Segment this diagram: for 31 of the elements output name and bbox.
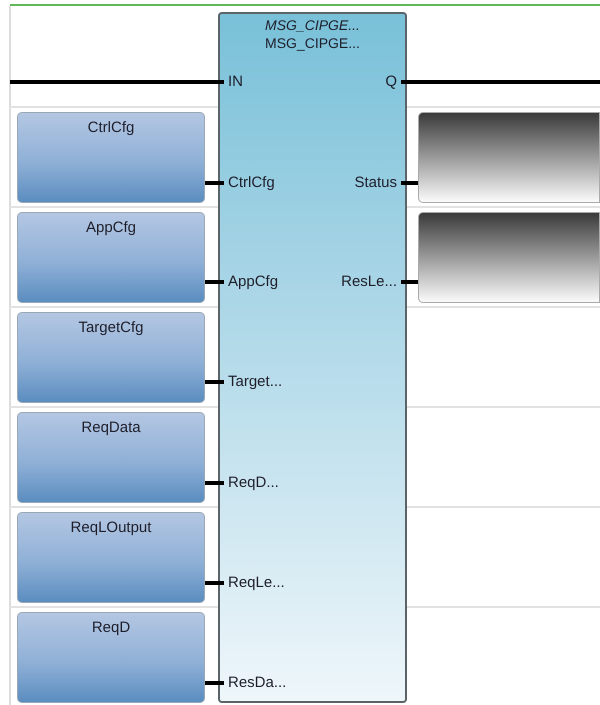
function-block	[218, 12, 407, 703]
pin-label: Target...	[224, 373, 304, 391]
connection-line	[401, 280, 418, 284]
output-variable-box	[418, 212, 600, 303]
input-variable-box: TargetCfg	[17, 312, 205, 403]
pin-label: Q	[371, 73, 401, 91]
pin-label: ReqD...	[224, 474, 304, 492]
pin-label: ResLe...	[329, 273, 401, 291]
input-variable-box: ReqData	[17, 412, 205, 503]
connection-line	[205, 681, 224, 685]
connection-line	[205, 581, 224, 585]
pin-label: IN	[224, 73, 264, 91]
connection-line	[205, 280, 224, 284]
input-variable-box: AppCfg	[17, 212, 205, 303]
pin-label: CtrlCfg	[224, 174, 304, 192]
connection-line	[401, 181, 418, 185]
input-variable-box: ReqD	[17, 612, 205, 703]
connection-line	[205, 181, 224, 185]
input-variable-box: CtrlCfg	[17, 112, 205, 203]
output-variable-box	[418, 112, 600, 203]
pin-label: AppCfg	[224, 273, 304, 291]
connection-line	[10, 80, 224, 84]
input-variable-box: ReqLOutput	[17, 512, 205, 603]
pin-label: ResDa...	[224, 674, 304, 692]
block-type-name: MSG_CIPGE...	[264, 34, 361, 52]
pin-label: ReqLe...	[224, 574, 304, 592]
pin-label: Status	[331, 174, 401, 192]
connection-line	[205, 380, 224, 384]
block-instance-name: MSG_CIPGE...	[264, 16, 361, 34]
connection-line	[205, 481, 224, 485]
connection-line	[401, 80, 600, 84]
